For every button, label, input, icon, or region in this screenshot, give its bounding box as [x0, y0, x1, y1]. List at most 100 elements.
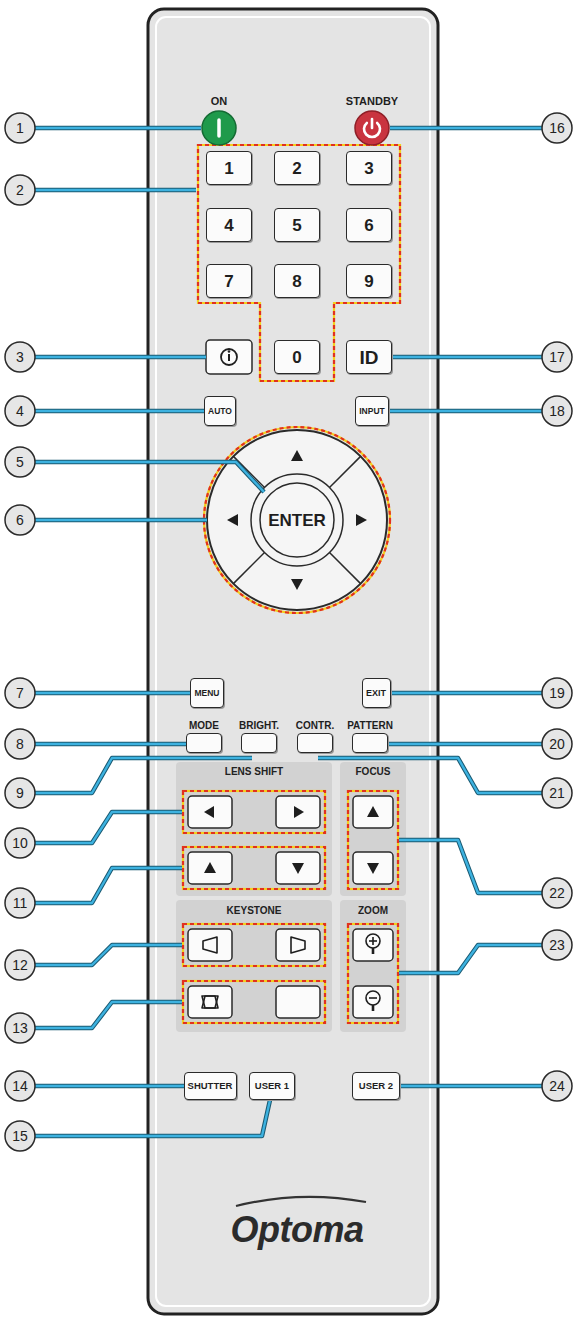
leader-line [399, 840, 542, 893]
highlight-frame [183, 145, 400, 1023]
button-label: USER 1 [255, 1081, 289, 1091]
zoom-symbol [372, 937, 374, 945]
callout-number: 9 [5, 778, 35, 808]
leader-line [35, 812, 182, 843]
input-button: INPUT [355, 396, 389, 426]
group-label: ZOOM [308, 905, 438, 917]
number-key: 5 [274, 208, 320, 242]
callout-circle [542, 678, 572, 708]
leader-line [35, 127, 201, 129]
highlight-frame [183, 791, 325, 833]
arrow-button [353, 796, 393, 828]
nav-pad [291, 579, 303, 590]
nav-pad [251, 474, 343, 566]
keystone-symbol [203, 937, 217, 953]
button-label: 1 [224, 160, 233, 177]
arrow-button [188, 852, 232, 884]
logo-swoosh [236, 1197, 366, 1206]
button-caption: BRIGHT. [239, 721, 279, 731]
leader-line [35, 126, 201, 131]
callout-circle [5, 175, 35, 205]
callout-number: 15 [5, 1121, 35, 1151]
button-label: 5 [292, 217, 301, 234]
zoom-symbol [369, 997, 377, 999]
info-button [228, 354, 230, 361]
contrast-button: CONTR. [297, 733, 333, 753]
leader-line [35, 868, 182, 903]
group-label: KEYSTONE [189, 905, 319, 917]
leader-line [400, 1084, 542, 1089]
leader-line [35, 409, 206, 414]
button-label: ID [360, 348, 379, 367]
callout-circle [5, 342, 35, 372]
user-button: USER 2 [352, 1072, 400, 1100]
highlight-frame [183, 847, 325, 889]
arrow-button [353, 929, 393, 961]
callout-circle [542, 342, 572, 372]
brand-logo: Optoma [187, 1209, 407, 1251]
leader-line [35, 462, 264, 492]
button-label: AUTO [208, 407, 232, 416]
zoom-symbol [372, 1005, 375, 1011]
callout-circle [542, 113, 572, 143]
callout-number: 12 [5, 950, 35, 980]
standby-button: STANDBY [354, 110, 390, 146]
remote-body [156, 17, 430, 1306]
brightness-button: BRIGHT. [241, 733, 277, 753]
control-panel [176, 900, 332, 1032]
highlight-frame [183, 791, 325, 833]
logo-swoosh [236, 1197, 366, 1206]
arrow-symbol [204, 806, 379, 874]
leader-line [35, 945, 182, 965]
power-on-button: ON [201, 110, 237, 146]
callout-number: 10 [5, 828, 35, 858]
leader-line [35, 518, 207, 523]
callout-number: 19 [542, 678, 572, 708]
button-label: 4 [224, 217, 233, 234]
number-key: 0 [274, 340, 320, 374]
leader-line [399, 945, 542, 973]
callout-circle [5, 396, 35, 426]
callout-number: 7 [5, 678, 35, 708]
leader-line [399, 945, 542, 973]
leader-line [387, 410, 542, 412]
leader-line [318, 758, 542, 793]
highlight-frame [183, 981, 325, 1023]
leader-line [318, 758, 542, 793]
leader-line [35, 128, 542, 1136]
arrow-button [353, 986, 393, 1018]
leader-line [35, 410, 206, 412]
leader-line [35, 1100, 270, 1136]
nav-pad [233, 553, 264, 584]
leader-line [387, 409, 542, 414]
callout-number: 2 [5, 175, 35, 205]
callout-number: 17 [542, 342, 572, 372]
remote-body [148, 9, 438, 1314]
leader-line [35, 758, 252, 793]
keystone-symbol [202, 996, 218, 1008]
callout-number: 24 [542, 1071, 572, 1101]
leader-line [35, 188, 196, 193]
callout-number: 18 [542, 396, 572, 426]
arrow-button [188, 986, 232, 1018]
leader-line [390, 692, 542, 694]
highlight-frame [183, 145, 400, 1023]
nav-pad [291, 450, 303, 461]
leader-line [400, 1085, 542, 1087]
button-caption: ON [211, 96, 228, 107]
leader-line [35, 1100, 270, 1136]
remote-body [148, 9, 438, 1314]
callout-circle [5, 1121, 35, 1151]
highlight-frame [183, 145, 400, 1023]
leader-line [35, 189, 196, 191]
highlight-frame [204, 427, 390, 613]
button-label: 0 [292, 349, 301, 366]
nav-pad [227, 514, 238, 526]
leader-line [35, 743, 186, 745]
button-shape [202, 111, 236, 145]
callout-number: 3 [5, 342, 35, 372]
leader-line [35, 519, 207, 521]
nav-pad [207, 430, 387, 610]
arrow-symbol [294, 806, 304, 818]
